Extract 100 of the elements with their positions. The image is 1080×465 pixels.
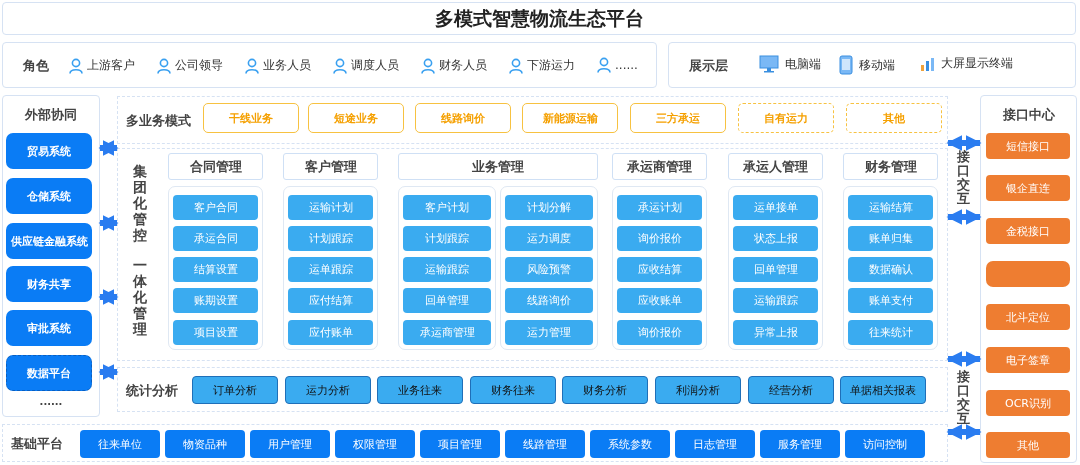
vertical-heading: 一体化管理 [132, 257, 148, 337]
function-box: 应付结算 [288, 288, 373, 313]
panel-heading: 接口中心 [1001, 106, 1056, 124]
external-panel [2, 95, 100, 417]
function-box: 项目设置 [173, 320, 258, 345]
role-label: 下游运力 [527, 57, 575, 74]
double-arrow [98, 289, 119, 305]
terminal-label: 大屏显示终端 [941, 55, 1013, 72]
function-box: 数据确认 [848, 257, 933, 282]
analysis-box: 财务往来 [469, 376, 556, 404]
base-band [2, 424, 948, 462]
module-column [283, 186, 378, 350]
interface-box: 北斗定位 [986, 304, 1070, 330]
band-heading: 基础平台 [11, 435, 63, 453]
ellipsis-text: ...... [38, 396, 64, 407]
double-arrow [946, 135, 982, 151]
function-box: 计划分解 [505, 195, 593, 220]
function-box: 结算设置 [173, 257, 258, 282]
double-arrow [98, 364, 119, 380]
function-box: 运输计划 [288, 195, 373, 220]
function-box: 询价报价 [617, 226, 702, 251]
function-box: 承运计划 [617, 195, 702, 220]
function-box: 系统参数 [590, 430, 670, 458]
band-heading: 统计分析 [126, 381, 178, 400]
function-box: 计划跟踪 [403, 226, 491, 251]
function-box: 应付账单 [288, 320, 373, 345]
system-box: 数据平台 [6, 355, 92, 391]
vertical-label: 接口交互 [956, 150, 970, 206]
function-box: 往来单位 [80, 430, 160, 458]
function-box: 运力管理 [505, 320, 593, 345]
system-box: 贸易系统 [6, 133, 92, 169]
role-label: 公司领导 [175, 57, 223, 74]
mode-tag: 自有运力 [738, 103, 834, 133]
module-column [500, 186, 598, 350]
function-box: 访问控制 [845, 430, 925, 458]
terminal-label: 电脑端 [785, 55, 821, 73]
title-bar: 多模式智慧物流生态平台 [2, 2, 1076, 35]
mode-tag: 线路询价 [415, 103, 511, 133]
mode-tag: 新能源运输 [522, 103, 618, 133]
module-header: 客户管理 [283, 153, 378, 180]
role-label: ...... [615, 58, 638, 72]
function-box: 回单管理 [733, 257, 818, 282]
function-box: 应收结算 [617, 257, 702, 282]
interface-panel [980, 95, 1077, 463]
function-box: 用户管理 [250, 430, 330, 458]
function-box: 权限管理 [335, 430, 415, 458]
double-arrow [98, 140, 119, 156]
module-header: 合同管理 [168, 153, 263, 180]
analysis-box: 经营分析 [747, 376, 834, 404]
stats-band [117, 367, 948, 412]
analysis-box: 订单分析 [192, 376, 278, 404]
module-column [168, 186, 263, 350]
mode-tag: 三方承运 [630, 103, 726, 133]
interface-box: 电子签章 [986, 347, 1070, 373]
function-box: 运输跟踪 [403, 257, 491, 282]
analysis-box: 业务往来 [377, 376, 464, 404]
function-box: 服务管理 [760, 430, 840, 458]
mode-tag: 短途业务 [308, 103, 404, 133]
function-box: 物资品种 [165, 430, 245, 458]
analysis-box: 单据相关报表 [840, 376, 927, 404]
function-box: 异常上报 [733, 320, 818, 345]
function-box: 风险预警 [505, 257, 593, 282]
function-box: 询价报价 [617, 320, 702, 345]
mode-tag: 其他 [846, 103, 942, 133]
double-arrow [946, 424, 982, 440]
function-box: 运单跟踪 [288, 257, 373, 282]
double-arrow [946, 351, 982, 367]
role-label: 财务人员 [439, 57, 487, 74]
function-box: 日志管理 [675, 430, 755, 458]
function-box: 运单接单 [733, 195, 818, 220]
function-box: 往来统计 [848, 320, 933, 345]
role-label: 上游客户 [87, 57, 135, 74]
analysis-box: 运力分析 [284, 376, 371, 404]
function-box: 客户计划 [403, 195, 491, 220]
function-box: 线路管理 [505, 430, 585, 458]
function-box: 计划跟踪 [288, 226, 373, 251]
management-panel [117, 148, 948, 361]
module-column [728, 186, 823, 350]
vertical-label: 接口交互 [956, 370, 970, 426]
display-panel [668, 42, 1076, 88]
analysis-box: 财务分析 [562, 376, 649, 404]
function-box: 账单归集 [848, 226, 933, 251]
function-box: 回单管理 [403, 288, 491, 313]
function-box: 应收账单 [617, 288, 702, 313]
module-column [398, 186, 496, 350]
module-column [843, 186, 938, 350]
role-label: 调度人员 [351, 57, 399, 74]
interface-box: OCR识别 [986, 390, 1070, 416]
function-box: 项目管理 [420, 430, 500, 458]
system-box: 仓储系统 [6, 178, 92, 214]
panel-heading: 外部协同 [24, 106, 78, 124]
panel-heading: 角色 [23, 57, 49, 75]
mode-band [117, 96, 948, 144]
double-arrow [98, 215, 119, 231]
role-panel [2, 42, 657, 88]
function-box: 运力调度 [505, 226, 593, 251]
interface-box: 银企直连 [986, 175, 1070, 201]
panel-heading: 展示层 [689, 57, 728, 75]
module-column [612, 186, 707, 350]
terminal-label: 移动端 [859, 56, 895, 74]
